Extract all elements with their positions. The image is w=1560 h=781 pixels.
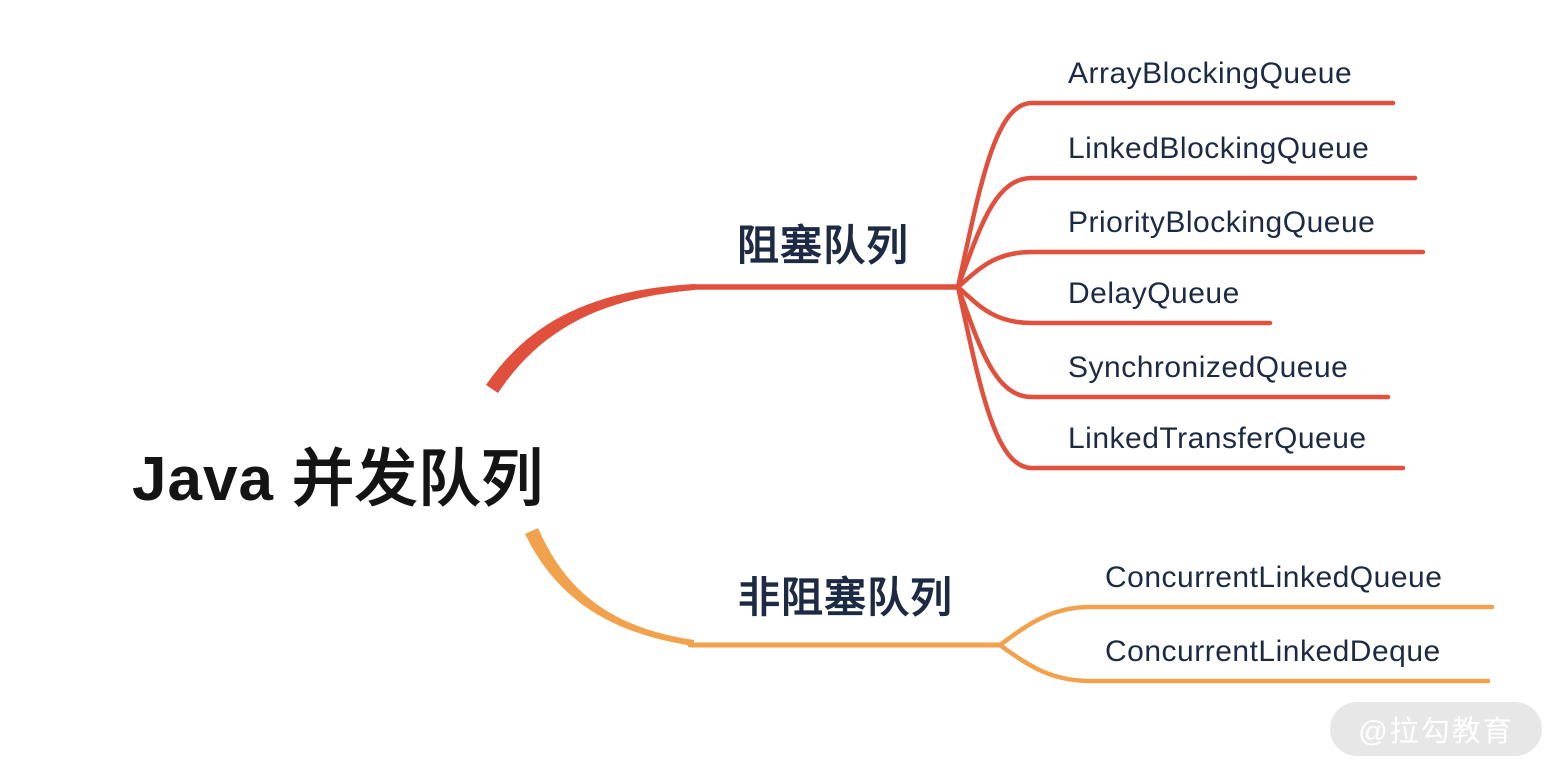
- leaf-arrayblockingqueue-label: ArrayBlockingQueue: [1068, 57, 1353, 90]
- blocking-trunk-curve: [486, 284, 695, 393]
- leaf-line-synchronizedqueue: [955, 284, 1391, 400]
- leaf-linkedblockingqueue-label: LinkedBlockingQueue: [1068, 132, 1370, 165]
- leaf-concurrentlinkedqueue-label: ConcurrentLinkedQueue: [1105, 561, 1443, 594]
- leaf-line-delayqueue: [955, 284, 1273, 326]
- watermark-text: @拉勾教育: [1358, 716, 1514, 748]
- leaf-line-concurrentlinkedqueue: [997, 604, 1495, 648]
- watermark-badge: @拉勾教育: [1330, 702, 1542, 756]
- leaf-priorityblockingqueue-label: PriorityBlockingQueue: [1068, 206, 1376, 239]
- leaf-line-priorityblockingqueue: [955, 249, 1426, 290]
- leaf-linkedtransferqueue-label: LinkedTransferQueue: [1068, 422, 1367, 455]
- leaf-line-linkedtransferqueue: [955, 284, 1406, 471]
- leaf-delayqueue-label: DelayQueue: [1068, 277, 1240, 310]
- leaf-line-concurrentlinkeddeque: [997, 642, 1491, 684]
- leaf-synchronizedqueue-label: SynchronizedQueue: [1068, 351, 1349, 384]
- branch-blocking-label: 阻塞队列: [737, 222, 910, 269]
- leaf-line-arrayblockingqueue: [955, 100, 1396, 290]
- root-node-label: Java 并发队列: [132, 445, 545, 514]
- leaf-concurrentlinkeddeque-label: ConcurrentLinkedDeque: [1105, 635, 1441, 668]
- nonblocking-trunk-curve: [525, 528, 694, 646]
- leaf-line-linkedblockingqueue: [955, 175, 1418, 290]
- branch-nonblocking-label: 非阻塞队列: [738, 574, 954, 621]
